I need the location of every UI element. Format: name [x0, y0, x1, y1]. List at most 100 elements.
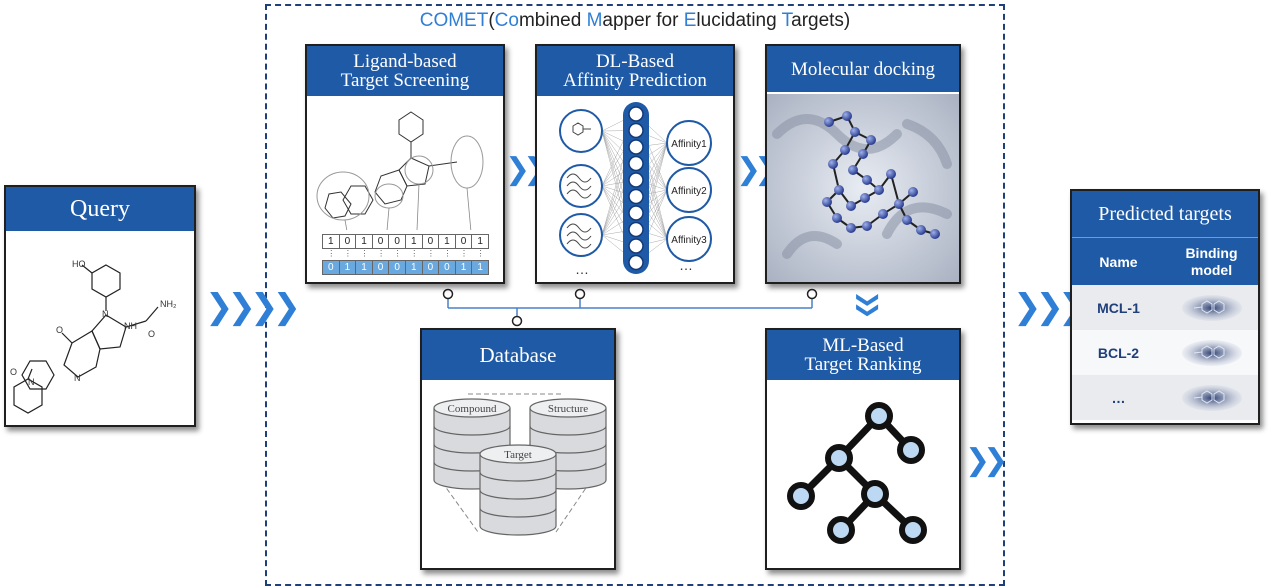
database-store-label: Structure — [548, 403, 588, 415]
fingerprint-bit: 0 — [338, 234, 357, 249]
affinity-label: Affinity3 — [671, 235, 707, 246]
dl-affinity-card: DL-Based Affinity Prediction … Affinity1… — [535, 44, 735, 284]
ligand-atom — [916, 225, 926, 235]
ligand-atom — [908, 187, 918, 197]
fingerprint-bit: 1 — [454, 260, 473, 275]
ligand-atom — [886, 169, 896, 179]
fingerprint-bit: 1 — [471, 234, 489, 249]
ligand-atom — [846, 201, 856, 211]
ligand-atom — [822, 197, 832, 207]
predicted-table-header: Name Binding model — [1072, 237, 1258, 286]
fingerprint-bit: 1 — [355, 260, 373, 275]
fingerprint-dots: ⋮⋮⋮⋮⋮⋮⋮⋮⋮⋮ — [327, 249, 485, 258]
predicted-targets-header: Predicted targets — [1072, 191, 1258, 237]
fingerprint-bit: 1 — [355, 234, 373, 249]
ligand-atom — [902, 215, 912, 225]
database-cylinder: Target — [479, 444, 557, 536]
binding-model-icon — [1165, 339, 1258, 367]
docking-protein-icon — [767, 94, 959, 282]
docking-card: Molecular docking — [765, 44, 961, 284]
ranking-arrow-icon: ❯❯ — [965, 443, 1008, 478]
affinity-output-node: Affinity3 — [666, 216, 712, 262]
dl-affinity-header: DL-Based Affinity Prediction — [537, 46, 733, 96]
fingerprint-bit: 1 — [438, 234, 456, 249]
fingerprint-bit: 0 — [371, 234, 390, 249]
ligand-atom — [846, 223, 856, 233]
fingerprint-bit: 1 — [338, 260, 357, 275]
ligand-atom — [848, 165, 858, 175]
ligand-screening-header: Ligand-based Target Screening — [307, 46, 503, 96]
ligand-atom — [840, 145, 850, 155]
neural-network-icon: … Affinity1Affinity2Affinity3 … — [559, 102, 712, 277]
hidden-node — [628, 188, 644, 205]
ligand-atom — [824, 117, 834, 127]
fingerprint-bit: 0 — [388, 234, 406, 249]
fingerprint-bit: 0 — [421, 260, 440, 275]
affinity-label: Affinity1 — [671, 139, 707, 150]
ligand-atom — [862, 175, 872, 185]
svg-text:O: O — [148, 329, 155, 339]
docking-header: Molecular docking — [767, 46, 959, 92]
title-part: M — [586, 10, 603, 31]
affinity-output-node: Affinity2 — [666, 167, 712, 213]
ranking-card: ML-Based Target Ranking — [765, 328, 961, 570]
database-store-label: Compound — [448, 403, 497, 415]
title-part: T — [781, 10, 792, 31]
hidden-node — [628, 205, 644, 221]
predicted-target-row: BCL-2 — [1072, 330, 1258, 375]
ligand-atom — [850, 127, 860, 137]
ligand-atom — [894, 199, 904, 209]
hidden-node — [628, 139, 644, 155]
hidden-node — [628, 155, 644, 172]
hidden-node — [628, 221, 644, 238]
column-model-header: Binding model — [1185, 245, 1238, 278]
database-cylinder: Compound — [433, 398, 511, 490]
ligand-atom — [866, 135, 876, 145]
predicted-target-row: … — [1072, 375, 1258, 420]
comet-title: COMET(Combined Mapper for Elucidating Ta… — [265, 10, 1005, 32]
ligand-atom — [930, 229, 940, 239]
database-store-label: Target — [504, 449, 532, 461]
title-part: COMET — [419, 10, 489, 31]
binding-model-icon — [1165, 384, 1258, 412]
svg-text:NH: NH — [124, 321, 137, 331]
svg-text:…: … — [575, 261, 589, 277]
svg-text:N: N — [28, 377, 35, 387]
title-part: apper for — [602, 10, 684, 31]
ligand-atom — [860, 193, 870, 203]
docking-down-arrow-icon: ❯❯ — [855, 290, 881, 312]
hidden-node — [628, 122, 644, 139]
comet-frame — [265, 4, 1005, 586]
fingerprint-bit: 1 — [404, 234, 423, 249]
ligand-structure-icon — [316, 111, 484, 230]
svg-text:HO: HO — [72, 259, 86, 269]
ligand-atom — [874, 185, 884, 195]
hidden-node — [628, 254, 644, 271]
predicted-target-row: MCL-1 — [1072, 285, 1258, 330]
svg-text:NH₂: NH₂ — [160, 299, 177, 309]
target-name: BCL-2 — [1097, 344, 1140, 361]
predicted-targets-card: Predicted targets Name Binding model MCL… — [1070, 189, 1260, 425]
connector-lines — [442, 288, 818, 327]
binding-model-icon — [1165, 294, 1258, 322]
fingerprint-bit: 0 — [454, 234, 473, 249]
svg-text:N: N — [74, 373, 81, 383]
hidden-node — [628, 238, 644, 254]
ranking-header: ML-Based Target Ranking — [767, 330, 959, 380]
svg-text:O: O — [10, 367, 17, 377]
query-header: Query — [6, 187, 194, 231]
target-name: MCL-1 — [1097, 299, 1140, 316]
hidden-node — [628, 172, 644, 188]
fingerprint-bit: 0 — [388, 260, 406, 275]
database-card: Database Compound Structure Target — [420, 328, 616, 570]
fingerprint-bit: 1 — [322, 234, 340, 249]
query-card: Query HO N NH NH₂ O O N N O — [4, 185, 196, 427]
ligand-atom — [832, 213, 842, 223]
hidden-node — [628, 106, 644, 122]
query-arrow-icon: ❯❯❯❯ — [205, 287, 301, 327]
ligand-atom — [878, 209, 888, 219]
title-part: mbined — [518, 10, 587, 31]
ligand-atom — [862, 221, 872, 231]
